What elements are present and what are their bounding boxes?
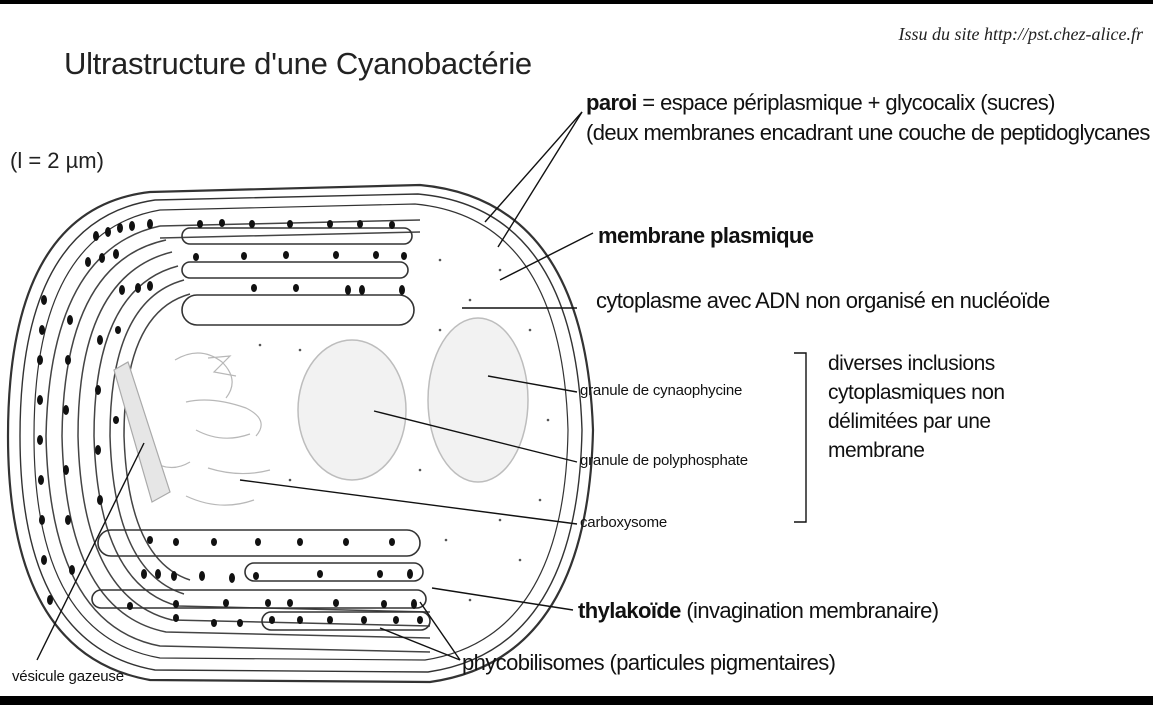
polyphosphate-granule (298, 340, 406, 480)
inclusions-note-line-1: diverses inclusions (828, 352, 995, 376)
label-cytoplasme: cytoplasme avec ADN non organisé en nucl… (596, 288, 1050, 314)
inclusions-note-line-4: membrane (828, 439, 924, 463)
scale-label: (l = 2 µm) (10, 148, 104, 174)
thylakoid-lamellae-bottom (92, 530, 430, 630)
thylakoid-lamellae-top (182, 228, 414, 325)
inclusions-note-line-2: cytoplasmiques non (828, 381, 1005, 405)
label-vesicule: vésicule gazeuse (12, 668, 124, 685)
inclusions-bracket (794, 353, 806, 522)
label-paroi-term: paroi (586, 90, 637, 115)
source-credit: Issu du site http://pst.chez-alice.fr (899, 24, 1143, 45)
label-thylakoide-desc: (invagination membranaire) (681, 598, 939, 623)
label-paroi-line2: (deux membranes encadrant une couche de … (586, 120, 1150, 146)
label-granule-polyphosphate: granule de polyphosphate (580, 452, 748, 469)
label-thylakoide: thylakoïde (invagination membranaire) (578, 598, 939, 624)
label-paroi: paroi = espace périplasmique + glycocali… (586, 90, 1055, 116)
inclusions-note-line-3: délimitées par une (828, 410, 991, 434)
bottom-border (0, 696, 1153, 705)
label-paroi-desc: = espace périplasmique + glycocalix (suc… (637, 90, 1055, 115)
dna-region (150, 353, 270, 505)
diagram-title: Ultrastructure d'une Cyanobactérie (64, 46, 532, 82)
label-thylakoide-term: thylakoïde (578, 598, 681, 623)
label-membrane: membrane plasmique (598, 223, 813, 249)
label-granule-cyanophycine: granule de cynaophycine (580, 382, 742, 399)
label-carboxysome: carboxysome (580, 514, 667, 531)
label-phycobilisomes: phycobilisomes (particules pigmentaires) (462, 650, 835, 676)
cyanophycin-granule (428, 318, 528, 482)
gas-vesicle (114, 362, 170, 502)
